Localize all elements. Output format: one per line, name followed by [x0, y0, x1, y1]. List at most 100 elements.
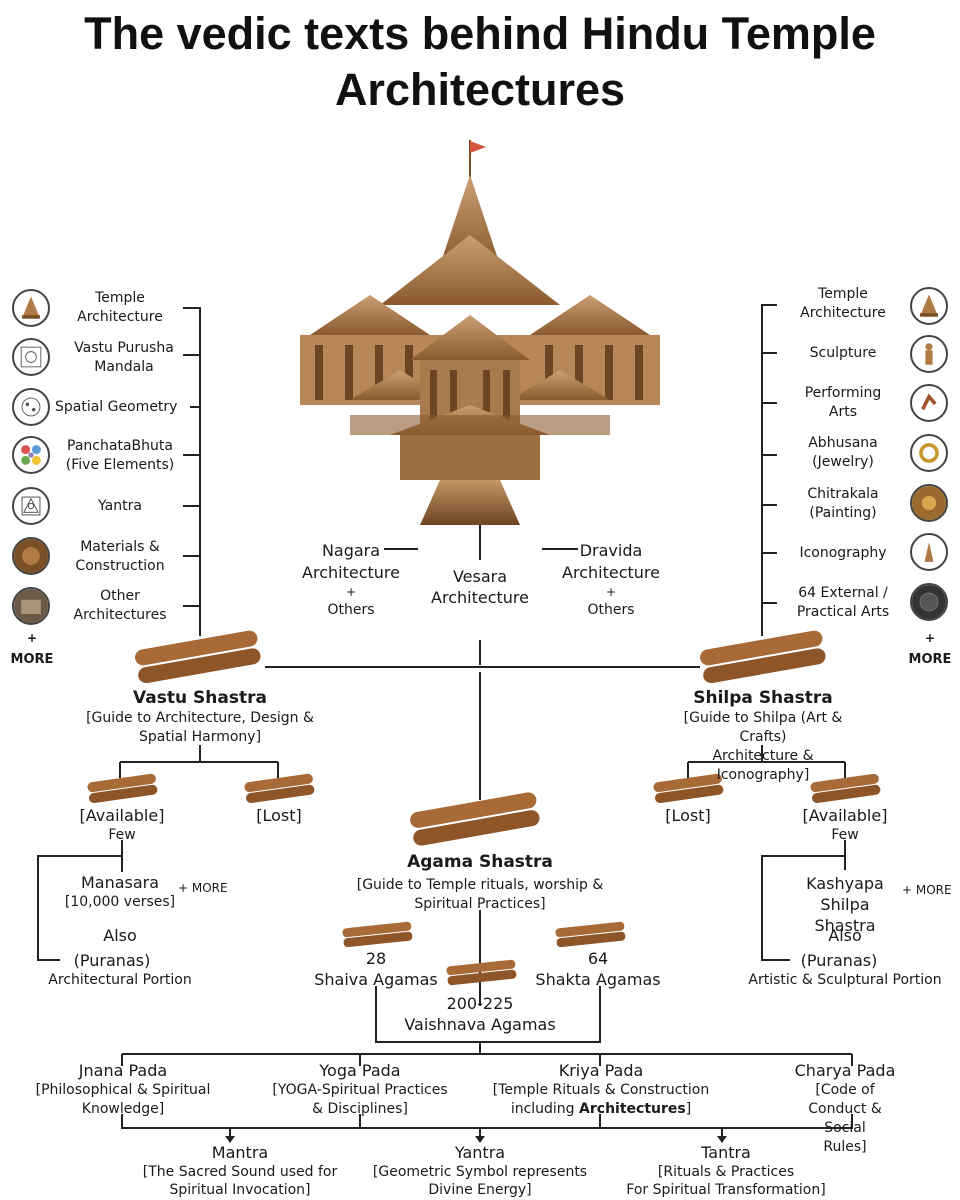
vaishnava-agamas: Vaishnava Agamas — [404, 1015, 556, 1034]
iconography-icon — [910, 533, 948, 571]
shilpa-also: Also — [828, 926, 862, 945]
arch-portion: Architectural Portion — [48, 972, 192, 988]
right-item-3: Abhusana (Jewelry) — [808, 434, 878, 472]
yantra-title: Yantra — [454, 1143, 506, 1162]
vastu-puranas: (Puranas) — [73, 951, 151, 970]
architecture-icon — [12, 587, 50, 625]
dravida-architecture-label: Architecture — [562, 563, 660, 582]
vaishnava-count: 200-225 — [446, 994, 514, 1013]
right-item-0: Temple Architecture — [800, 285, 886, 323]
left-item-label: Temple Architecture — [77, 290, 163, 325]
five-elements-icon — [12, 436, 50, 474]
dravida-plus: + — [605, 585, 617, 599]
nagara-plus: + — [345, 585, 357, 599]
jewelry-icon — [910, 434, 948, 472]
right-item-2: Performing Arts — [805, 384, 882, 422]
charya-pada: Charya Pada — [794, 1061, 896, 1080]
lost-scroll-icon — [653, 773, 724, 803]
dance-icon — [910, 384, 948, 422]
vaishnava-scroll-icon — [446, 959, 517, 986]
manasara-verses: [10,000 verses] — [64, 894, 176, 910]
right-item-5: Iconography — [799, 544, 886, 563]
yoga-pada: Yoga Pada — [319, 1061, 401, 1080]
agama-desc: [Guide to Temple rituals, worship & Spir… — [356, 877, 604, 912]
vastu-scroll-icon — [135, 630, 261, 684]
tantra-desc: [Rituals & Practices For Spiritual Trans… — [626, 1164, 826, 1198]
left-item-4: Yantra — [98, 497, 142, 516]
right-item-4: Chitrakala (Painting) — [807, 485, 878, 523]
shakta-scroll-icon — [555, 921, 626, 948]
left-item-0: Temple Architecture — [77, 289, 163, 327]
vastu-purusha-icon — [12, 338, 50, 376]
tantra-title: Tantra — [701, 1143, 751, 1162]
left-item-label: Yantra — [98, 498, 142, 514]
painting-icon — [910, 484, 948, 522]
nagara-label: Nagara — [321, 541, 381, 560]
shaiva-count: 28 — [365, 949, 387, 968]
vastu-title: Vastu Shastra — [133, 688, 267, 708]
available-scroll-icon — [87, 773, 158, 803]
right-item-label: Iconography — [799, 545, 887, 561]
materials-icon — [12, 537, 50, 575]
right-item-label: Temple Architecture — [800, 286, 886, 321]
shilpa-few: Few — [831, 827, 859, 843]
nagara-others: Others — [327, 602, 375, 618]
right-item-label: Abhusana (Jewelry) — [808, 435, 878, 470]
kashyapa: Kashyapa Shilpa Shastra — [806, 874, 884, 935]
yoga-pada-desc: [YOGA-Spiritual Practices & Disciplines] — [272, 1082, 448, 1117]
yantra-desc: [Geometric Symbol represents Divine Ener… — [372, 1164, 588, 1198]
left-item-1: Vastu Purusha Mandala — [74, 339, 174, 377]
dravida-others: Others — [587, 602, 635, 618]
vesara-label: Vesara Architecture — [431, 567, 529, 607]
left-more: MORE — [10, 652, 54, 667]
right-more-plus: + — [924, 631, 936, 645]
kriya-desc-bold: Architectures — [579, 1101, 686, 1117]
charya-pada-desc: [Code of Conduct & Social Rules] — [808, 1082, 882, 1155]
right-item-1: Sculpture — [810, 344, 877, 363]
shaiva-agamas: Shaiva Agamas — [314, 970, 438, 989]
shaiva-scroll-icon — [342, 921, 413, 948]
left-item-3: PanchataBhuta (Five Elements) — [66, 437, 174, 475]
sculpture-icon — [910, 335, 948, 373]
right-item-label: Performing Arts — [804, 385, 882, 420]
right-item-label: Chitrakala (Painting) — [807, 486, 879, 521]
shilpa-lost: [Lost] — [665, 806, 711, 825]
agama-title: Agama Shastra — [407, 852, 553, 872]
agama-scroll-icon — [410, 792, 540, 846]
manasara-more: + MORE — [178, 881, 228, 895]
shakta-agamas: Shakta Agamas — [535, 970, 661, 989]
page-title: The vedic texts behind Hindu Temple Arch… — [84, 8, 876, 115]
left-more-plus: + — [26, 631, 38, 645]
temple-icon — [12, 289, 50, 327]
shilpa-puranas: (Puranas) — [800, 951, 878, 970]
shilpa-available: [Available] — [802, 806, 888, 825]
arts-icon — [910, 583, 948, 621]
shilpa-scroll-icon — [700, 630, 826, 684]
kashyapa-more: + MORE — [902, 883, 952, 897]
dravida-label: Dravida — [579, 541, 643, 560]
left-item-label: Vastu Purusha Mandala — [74, 340, 174, 375]
yantra-icon — [12, 487, 50, 525]
jnana-pada-desc: [Philosophical & Spiritual Knowledge] — [35, 1082, 211, 1117]
temple-icon — [910, 287, 948, 325]
shilpa-title: Shilpa Shastra — [693, 688, 833, 708]
kriya-pada-desc-a: [Temple Rituals & Construction — [492, 1082, 710, 1098]
left-item-2: Spatial Geometry — [55, 398, 177, 417]
nagara-architecture-label: Architecture — [302, 563, 400, 582]
lost-scroll-icon — [244, 773, 315, 803]
kriya-desc-suffix: ] — [685, 1101, 692, 1117]
art-portion: Artistic & Sculptural Portion — [748, 972, 942, 988]
left-item-label: Other Architectures — [73, 588, 167, 623]
available-scroll-icon — [810, 773, 881, 803]
shakta-count: 64 — [587, 949, 609, 968]
right-item-6: 64 External / Practical Arts — [797, 584, 889, 622]
vastu-few: Few — [108, 827, 136, 843]
right-item-label: Sculpture — [809, 345, 877, 361]
mantra-title: Mantra — [211, 1143, 269, 1162]
kriya-pada: Kriya Pada — [558, 1061, 644, 1080]
kriya-desc-prefix: including — [510, 1101, 580, 1117]
vastu-available: [Available] — [79, 806, 165, 825]
mantra-desc: [The Sacred Sound used for Spiritual Inv… — [142, 1164, 338, 1198]
kriya-pada-desc-b: including Architectures] — [511, 1100, 691, 1119]
